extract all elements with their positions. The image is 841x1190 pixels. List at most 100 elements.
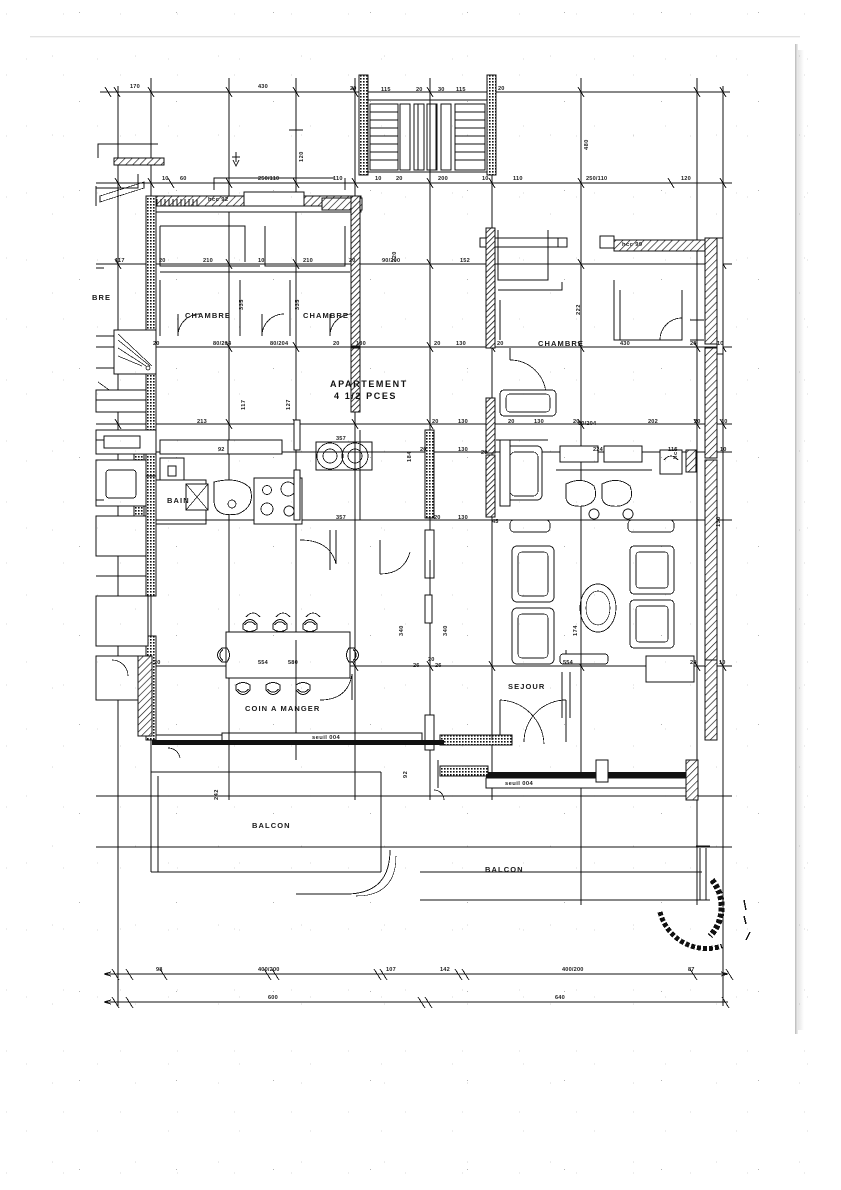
room-label-chambre-2: CHAMBRE <box>303 311 350 320</box>
dim-v-335b: 335 <box>295 299 301 310</box>
dim-b4-20d: 20 <box>497 341 504 347</box>
dim-b2-200: 200 <box>438 176 448 182</box>
dim-b5-130: 130 <box>458 419 468 425</box>
dim-b5-10: 10 <box>721 419 728 425</box>
dim-v-130: 130 <box>716 516 722 527</box>
dim-b4-20c: 20 <box>434 341 441 347</box>
dim-top-115a: 115 <box>381 87 391 93</box>
dim-b8-20b: 20 <box>690 660 697 666</box>
dim-b2-110b: 110 <box>513 176 523 182</box>
dim-b5-20b: 20 <box>508 419 515 425</box>
dim-b3-20: 20 <box>159 258 166 264</box>
dim-b6-20: 20 <box>420 447 427 453</box>
dim-b3-10: 10 <box>258 258 265 264</box>
dim-v-335a: 335 <box>239 299 245 310</box>
dim-b5-202: 202 <box>648 419 658 425</box>
dim-b3-210: 210 <box>203 258 213 264</box>
dim-b6-20b: 20 <box>481 450 488 456</box>
room-label-balcon-2: BALCON <box>485 865 524 874</box>
dim-v-92: 92 <box>403 770 409 778</box>
dim-v-184: 184 <box>407 451 413 462</box>
dim-b4-130: 130 <box>356 341 366 347</box>
dim-top-20a: 20 <box>350 86 357 92</box>
dim-b4-80-204a: 80/204 <box>213 341 232 347</box>
dim-b2-10c: 10 <box>482 176 489 182</box>
dim-v-220: 220 <box>392 251 398 262</box>
dim-b6-92: 92 <box>218 447 225 453</box>
note-seuil-1: seuil 004 <box>312 735 341 741</box>
dim-b8-554b: 554 <box>563 660 573 666</box>
dim-b5-213: 213 <box>197 419 207 425</box>
dim-v-120: 120 <box>299 151 305 162</box>
dim-b2-250-110b: 250/110 <box>586 176 608 182</box>
dim-bot-640: 640 <box>555 995 565 1001</box>
dim-b2-10: 10 <box>162 176 169 182</box>
dim-bot-600: 600 <box>268 995 278 1001</box>
dim-b3-117: 117 <box>115 258 125 264</box>
dim-b7-20: 20 <box>434 515 441 521</box>
dim-top-170: 170 <box>130 84 140 90</box>
sheet-top-edge <box>30 36 800 38</box>
dim-b2-10b: 10 <box>375 176 382 182</box>
dim-b7-357: 357 <box>336 515 346 521</box>
dim-b2-120: 120 <box>681 176 691 182</box>
dim-b2-60: 60 <box>180 176 187 182</box>
dim-b3-90-200: 90/200 <box>382 258 401 264</box>
dim-b4-10: 10 <box>717 341 724 347</box>
sheet-right-edge <box>795 44 798 1034</box>
dim-v-127: 127 <box>286 399 292 410</box>
dim-top-115b: 115 <box>456 87 466 93</box>
dim-b5-80-204: 80/204 <box>578 421 597 427</box>
dim-bot-87: 87 <box>688 967 695 973</box>
dim-v-242: 242 <box>214 789 220 800</box>
dim-top-430: 430 <box>258 84 268 90</box>
room-label-chambre-3: CHAMBRE <box>538 339 585 348</box>
dim-bot-400-200a: 400/200 <box>258 967 280 973</box>
dim-top-20b: 20 <box>416 87 423 93</box>
dim-v-340b: 340 <box>443 625 449 636</box>
dim-b8-10: 10 <box>719 660 726 666</box>
dim-b4-20e: 20 <box>690 341 697 347</box>
room-label-chambre-edge: BRE <box>92 293 112 302</box>
dim-b7-45: 45 <box>492 519 499 525</box>
dim-b8-26b: 26 <box>435 663 442 669</box>
dim-v-480: 480 <box>584 139 590 150</box>
dim-b6-224: 224 <box>593 447 603 453</box>
dim-bot-107: 107 <box>386 967 396 973</box>
dim-b9-357: 357 <box>336 436 346 442</box>
dim-top-20c: 20 <box>498 86 505 92</box>
page-title: APARTEMENT <box>330 379 408 389</box>
dim-b5-20c: 20 <box>573 419 580 425</box>
dim-v-340a: 340 <box>399 625 405 636</box>
note-hcc-99: hcc 99 <box>622 242 643 248</box>
dim-bot-98: 98 <box>156 967 163 973</box>
note-hcc-92: hcc 92 <box>208 197 229 203</box>
dim-v-117: 117 <box>241 399 247 410</box>
dim-b4-80-204b: 80/204 <box>270 341 289 347</box>
dim-bot-142: 142 <box>440 967 450 973</box>
dim-b5-130b: 130 <box>534 419 544 425</box>
dim-b4-430: 430 <box>620 341 630 347</box>
room-label-balcon-1: BALCON <box>252 821 291 830</box>
dim-b8-20: 20 <box>428 657 435 663</box>
dim-b7-130: 130 <box>458 515 468 521</box>
dim-bot-400-200b: 400/200 <box>562 967 584 973</box>
room-label-coin-a-manger: COIN A MANGER <box>245 704 321 713</box>
room-label-sejour: SEJOUR <box>508 682 546 691</box>
dim-v-174: 174 <box>573 625 579 636</box>
dim-b8-580: 580 <box>288 660 298 666</box>
dim-b6-115: 115 <box>668 447 678 453</box>
dim-b3-152: 152 <box>460 258 470 264</box>
dim-b4-20: 20 <box>153 341 160 347</box>
dim-b2-110: 110 <box>333 176 343 182</box>
dim-b6-10: 10 <box>720 447 727 453</box>
note-seuil-2: seuil 004 <box>505 781 534 787</box>
dim-v-222: 222 <box>576 304 582 315</box>
dim-b5-20: 20 <box>432 419 439 425</box>
page-subtitle: 4 1/2 PCES <box>334 391 398 401</box>
dim-left-20-b8: 20 <box>154 660 161 666</box>
dim-b8-26a: 26 <box>413 663 420 669</box>
dim-b4-20b: 20 <box>333 341 340 347</box>
dim-b5-20d: 20 <box>694 419 701 425</box>
